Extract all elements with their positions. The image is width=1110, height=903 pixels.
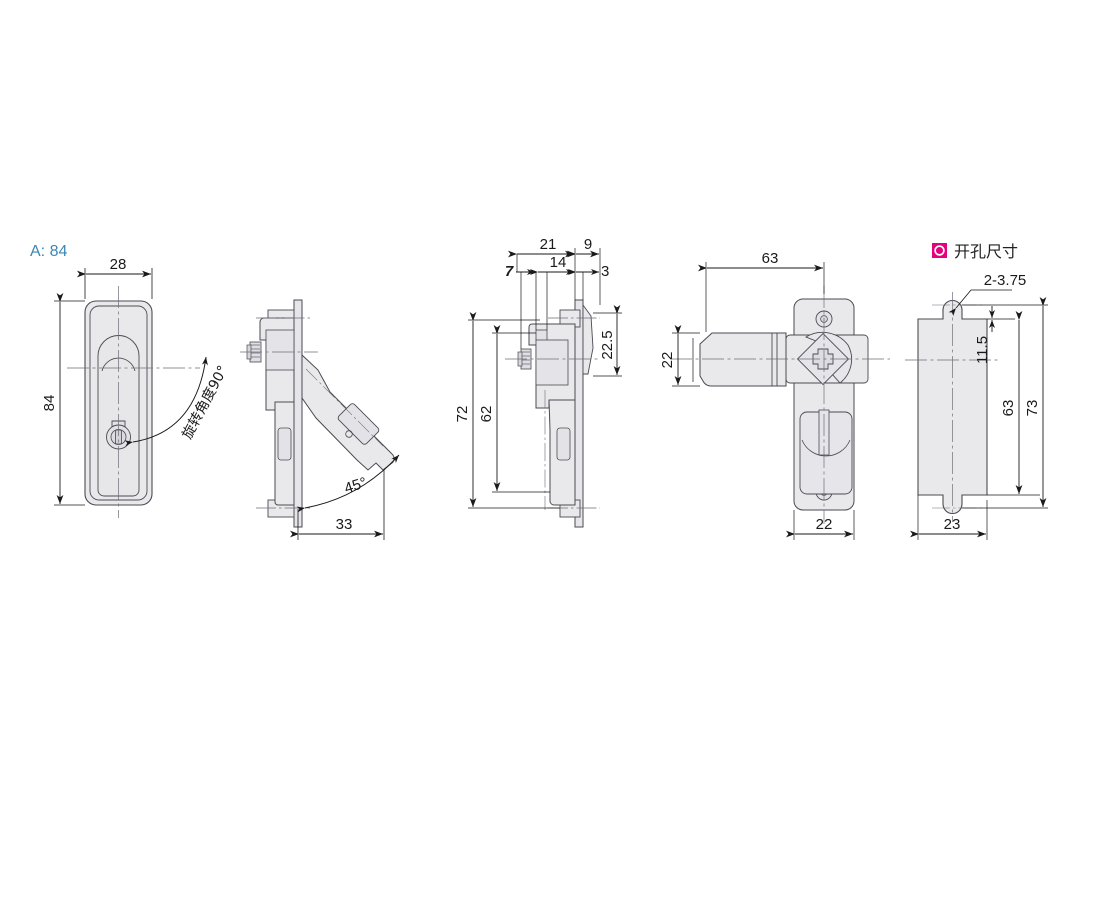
section-view: 21 9 7 14 3 22.5 <box>454 236 622 528</box>
rotation-arc <box>124 356 208 447</box>
dim-22-bottom-text: 22 <box>816 516 833 533</box>
dim-21-group: 21 <box>508 236 574 272</box>
section-panel <box>574 299 584 528</box>
dim-73-text: 73 <box>1024 400 1041 417</box>
dim-9-text: 9 <box>584 236 592 253</box>
dim-73-group: 73 <box>962 297 1048 509</box>
dim-22-left-text: 22 <box>659 352 676 369</box>
dim-72-text: 72 <box>454 406 471 423</box>
dim-11-5-text: 11.5 <box>974 336 991 364</box>
angle-arc-45 <box>296 454 400 513</box>
dim-63-cutout-text: 63 <box>1000 400 1017 417</box>
dim-72-group: 72 <box>454 312 560 509</box>
section-body-inner <box>535 339 569 386</box>
section-gasket <box>582 303 594 375</box>
dim-3-text: 3 <box>601 263 609 280</box>
hole-spec-leader-line <box>948 289 1012 317</box>
dim-45deg-group: 45° <box>296 454 400 540</box>
cam-arm-45 <box>301 353 395 471</box>
hole-size-label-group: 开孔尺寸 <box>932 242 1018 261</box>
dim-33-group: 33 <box>290 470 385 540</box>
dim-33-text: 33 <box>336 516 353 533</box>
variant-label-group: A: 84 <box>30 243 67 260</box>
dim-22-bottom-group: 22 <box>786 510 855 540</box>
dim-84-text: 84 <box>41 395 58 412</box>
magenta-icon-ring <box>934 245 945 256</box>
magenta-square-circle-icon <box>932 243 947 258</box>
cam-arm-slot <box>337 403 380 445</box>
dim-9-group: 9 <box>567 236 599 258</box>
dim-28-text: 28 <box>110 256 127 273</box>
side-view-45-degree: 45° 33 <box>240 299 400 540</box>
dim-23-text: 23 <box>944 516 961 533</box>
dim-14-text: 14 <box>550 254 567 271</box>
cam-arm-hole <box>345 430 353 438</box>
rear-lower-arc <box>801 439 851 457</box>
front-view: 28 84 旋转角度90° <box>41 256 231 518</box>
dim-23-group: 23 <box>910 495 988 540</box>
dim-63-cam-text: 63 <box>762 250 779 267</box>
section-housing-slot <box>556 427 571 461</box>
cam-arm <box>699 332 787 387</box>
dim-62-group: 62 <box>478 325 550 493</box>
dim-11-5-group: 11.5 <box>974 306 1015 364</box>
dim-22-5-group: 22.5 <box>593 305 622 377</box>
dim-45-text: 45° <box>342 474 369 497</box>
housing-slot <box>277 427 292 461</box>
cam-rear-view: 63 22 22 <box>659 250 890 540</box>
hole-size-label: 开孔尺寸 <box>954 242 1018 261</box>
dim-7-text: 7 <box>505 263 514 280</box>
dim-3-group: 3 <box>568 263 609 280</box>
dim-63-cam-group: 63 <box>698 250 825 332</box>
dim-21-text: 21 <box>540 236 557 253</box>
section-detail-square <box>535 329 548 342</box>
dim-63-cutout-group: 63 <box>987 311 1040 496</box>
hole-spec-leader-group: 2-3.75 <box>948 272 1027 317</box>
hole-spec-text: 2-3.75 <box>984 272 1027 289</box>
cam-arm-centerline <box>305 368 384 447</box>
dim-28-group: 28 <box>77 256 153 299</box>
dim-22-left-group: 22 <box>659 325 700 387</box>
dim-22-5-text: 22.5 <box>599 330 616 359</box>
lock-body-detail <box>265 329 295 371</box>
dim-62-text: 62 <box>478 406 495 423</box>
panel-cutout-view: 开孔尺寸 2-3.75 11.5 63 <box>905 242 1048 540</box>
variant-label: A: 84 <box>30 243 67 260</box>
mounting-panel <box>293 299 303 528</box>
dim-84-group: 84 <box>41 293 85 506</box>
cross-recess-icon <box>812 348 834 370</box>
